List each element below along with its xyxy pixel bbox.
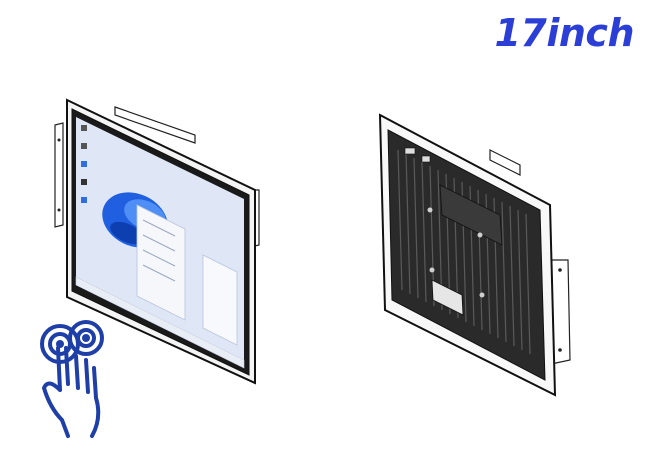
monitor-back-image	[370, 110, 585, 400]
monitor-back-icon	[378, 113, 571, 397]
touch-icon-wrapper	[38, 318, 118, 443]
size-label: 17inch	[494, 11, 634, 55]
monitor-front-icon	[54, 98, 260, 385]
touch-hand-icon	[40, 320, 104, 438]
monitor-front-image	[45, 95, 270, 395]
